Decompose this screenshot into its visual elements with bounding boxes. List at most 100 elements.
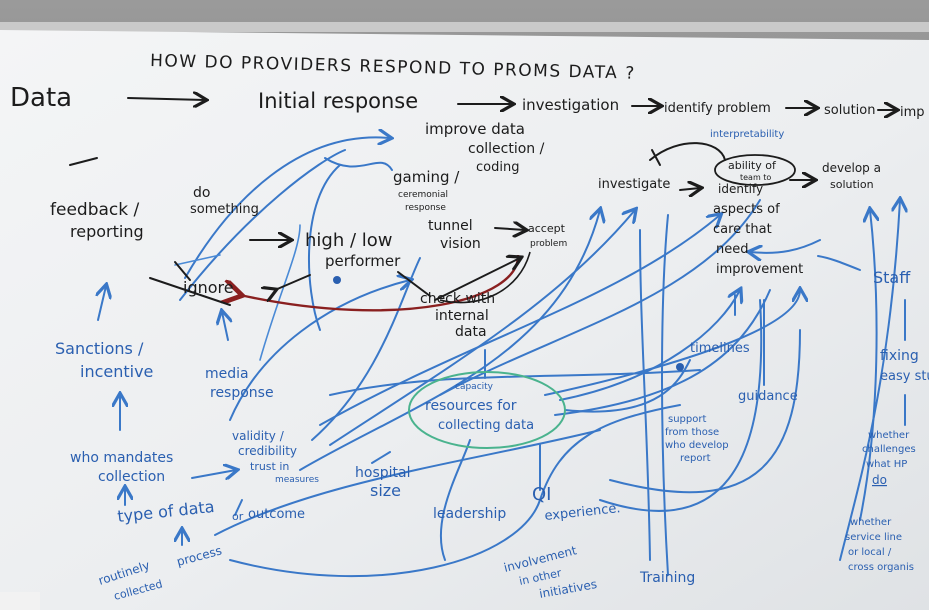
svg-text:vision: vision bbox=[440, 236, 481, 252]
board-top-rail bbox=[0, 22, 929, 32]
red-feedback-arc bbox=[240, 254, 520, 312]
svg-text:size: size bbox=[370, 481, 401, 500]
service-line-node: whether service line or local / cross or… bbox=[845, 517, 914, 573]
investigation-label: investigation bbox=[522, 96, 619, 114]
svg-text:whether: whether bbox=[868, 430, 910, 441]
svg-text:incentive: incentive bbox=[80, 362, 153, 381]
svg-text:challenges: challenges bbox=[862, 444, 916, 455]
guidance-node: guidance bbox=[738, 389, 798, 404]
feedback-to-ignore-line bbox=[174, 261, 191, 281]
black-feedback-arc bbox=[439, 251, 531, 304]
imp-cutoff-label: imp bbox=[900, 105, 925, 120]
identify-problem-label: identify problem bbox=[664, 101, 771, 116]
svg-text:measures: measures bbox=[275, 475, 319, 485]
svg-text:collection /: collection / bbox=[468, 141, 545, 157]
do-something-node: do something bbox=[190, 185, 259, 217]
resources-circle bbox=[408, 371, 566, 449]
media-response-node: media response bbox=[205, 366, 274, 401]
svg-text:data: data bbox=[455, 324, 487, 340]
timelines-node: timelines bbox=[690, 341, 750, 356]
interpretability-node: interpretability bbox=[710, 129, 784, 140]
ability-node: ability of team to identify bbox=[718, 159, 777, 196]
performer-to-ignore-arrow bbox=[275, 274, 311, 290]
svg-text:do: do bbox=[872, 473, 887, 487]
investigate-tick bbox=[651, 149, 661, 166]
svg-text:Sanctions /: Sanctions / bbox=[55, 339, 144, 358]
svg-text:credibility: credibility bbox=[238, 444, 297, 458]
svg-text:support: support bbox=[668, 414, 706, 425]
svg-text:ceremonial: ceremonial bbox=[398, 190, 448, 200]
svg-text:problem: problem bbox=[530, 239, 567, 249]
develop-solution-node: develop a solution bbox=[822, 161, 881, 191]
who-mandates-node: who mandates collection bbox=[70, 450, 173, 485]
svg-text:tunnel: tunnel bbox=[428, 218, 473, 234]
svg-text:care that: care that bbox=[713, 222, 772, 237]
data-to-initial-arrow bbox=[127, 98, 205, 100]
investigate-node: investigate bbox=[598, 177, 670, 192]
validity-credibility-node: validity / credibility trust in measures bbox=[232, 429, 319, 485]
staff-node: Staff bbox=[873, 268, 911, 287]
svg-text:gaming /: gaming / bbox=[393, 168, 460, 186]
support-node: support from those who develop report bbox=[665, 414, 729, 464]
sanctions-node: Sanctions / incentive bbox=[55, 339, 153, 381]
svg-text:identify: identify bbox=[718, 182, 763, 196]
investigate-to-identify-arrow bbox=[679, 188, 700, 190]
performer-to-check-line bbox=[397, 271, 431, 297]
svg-text:or: or bbox=[232, 510, 244, 523]
svg-text:aspects of: aspects of bbox=[713, 202, 780, 217]
outcome-node: or outcome bbox=[232, 507, 305, 523]
qi-node: QI bbox=[532, 484, 551, 505]
high-low-performer-node: high / low performer bbox=[305, 230, 401, 270]
whether-challenges-node: whether challenges what HP do bbox=[862, 430, 916, 487]
check-internal-data-node: check with internal data bbox=[420, 291, 495, 340]
svg-text:need: need bbox=[716, 242, 749, 257]
svg-text:service line: service line bbox=[845, 532, 902, 543]
accept-problem-node: accept problem bbox=[528, 222, 567, 249]
svg-text:fixing: fixing bbox=[880, 348, 919, 364]
svg-text:reporting: reporting bbox=[70, 222, 144, 241]
check-to-accept-arrow bbox=[434, 258, 520, 301]
svg-text:check with: check with bbox=[420, 291, 495, 307]
tunnel-to-accept-arrow bbox=[494, 228, 525, 230]
svg-text:develop a: develop a bbox=[822, 161, 881, 175]
svg-text:feedback /: feedback / bbox=[50, 200, 139, 220]
blue-connector-lines bbox=[98, 137, 905, 578]
svg-text:who develop: who develop bbox=[665, 440, 729, 451]
svg-text:accept: accept bbox=[528, 222, 566, 235]
resources-node: capacity resources for collecting data bbox=[425, 382, 534, 433]
svg-text:what HP: what HP bbox=[866, 459, 907, 470]
svg-text:coding: coding bbox=[476, 160, 519, 175]
svg-text:performer: performer bbox=[325, 252, 401, 270]
ignore-node: ignore bbox=[183, 278, 234, 297]
svg-text:hospital: hospital bbox=[355, 465, 410, 481]
svg-text:cross organis: cross organis bbox=[848, 562, 914, 573]
data-label: Data bbox=[10, 83, 72, 113]
svg-text:response: response bbox=[210, 385, 274, 401]
svg-text:capacity: capacity bbox=[455, 382, 494, 392]
leadership-node: leadership bbox=[433, 506, 506, 522]
svg-text:resources for: resources for bbox=[425, 398, 517, 414]
initial-response-label: Initial response bbox=[258, 89, 418, 113]
svg-text:collecting data: collecting data bbox=[438, 418, 534, 433]
svg-text:high / low: high / low bbox=[305, 230, 393, 251]
solution-label: solution bbox=[824, 103, 875, 118]
svg-text:validity /: validity / bbox=[232, 429, 285, 443]
svg-text:who mandates: who mandates bbox=[70, 450, 173, 466]
svg-text:whether: whether bbox=[850, 517, 892, 528]
improve-data-node: improve data collection / coding bbox=[425, 120, 545, 175]
svg-text:improve data: improve data bbox=[425, 120, 525, 138]
ability-circle bbox=[714, 154, 796, 186]
hospital-size-node: hospital size bbox=[355, 465, 410, 500]
svg-text:team to: team to bbox=[740, 173, 771, 182]
ignore-cross-line bbox=[149, 277, 231, 306]
svg-text:response: response bbox=[405, 203, 446, 213]
svg-text:improvement: improvement bbox=[716, 262, 803, 277]
svg-text:collection: collection bbox=[98, 469, 165, 485]
svg-text:from those: from those bbox=[665, 427, 719, 438]
tunnel-vision-node: tunnel vision bbox=[428, 218, 481, 252]
board-corner bbox=[0, 592, 40, 610]
svg-text:media: media bbox=[205, 366, 249, 382]
svg-text:easy stu: easy stu bbox=[880, 369, 929, 384]
training-node: Training bbox=[639, 570, 695, 586]
fixing-easy-stuff-node: fixing easy stu bbox=[880, 348, 929, 384]
